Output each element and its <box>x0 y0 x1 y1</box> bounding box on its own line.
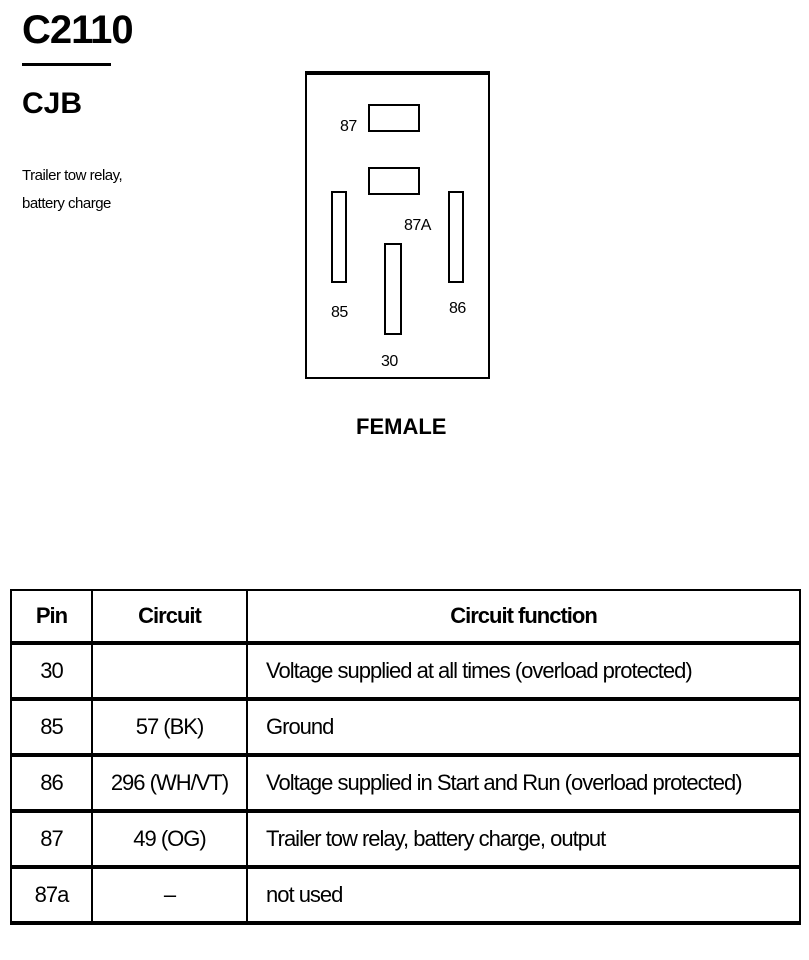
table-row: 85 57 (BK) Ground <box>10 697 801 756</box>
cell-function: not used <box>246 865 801 925</box>
table-row: 86 296 (WH/VT) Voltage supplied in Start… <box>10 753 801 812</box>
header-pin: Pin <box>10 589 93 644</box>
table-row: 87 49 (OG) Trailer tow relay, battery ch… <box>10 809 801 868</box>
cell-circuit: 49 (OG) <box>91 809 248 868</box>
connector-location: CJB <box>22 87 83 120</box>
cell-function: Voltage supplied in Start and Run (overl… <box>246 753 801 812</box>
pin-label-30: 30 <box>381 353 398 370</box>
cell-pin: 85 <box>10 697 93 756</box>
cell-pin: 86 <box>10 753 93 812</box>
connector-id: C2110 <box>22 8 134 52</box>
cell-pin: 87a <box>10 865 93 925</box>
cell-function: Trailer tow relay, battery charge, outpu… <box>246 809 801 868</box>
pin-label-87: 87 <box>340 118 357 135</box>
pin-label-85: 85 <box>331 304 348 321</box>
description-line: battery charge <box>22 195 111 212</box>
terminal-30 <box>384 243 402 335</box>
description-line: Trailer tow relay, <box>22 167 123 184</box>
header-circuit: Circuit <box>91 589 248 644</box>
cell-function: Voltage supplied at all times (overload … <box>246 641 801 700</box>
pin-label-86: 86 <box>449 300 466 317</box>
terminal-85 <box>331 191 347 283</box>
terminal-87 <box>368 104 420 132</box>
cell-circuit <box>91 641 248 700</box>
terminal-87a <box>368 167 420 195</box>
title-underline <box>22 63 111 66</box>
cell-circuit: 296 (WH/VT) <box>91 753 248 812</box>
connector-face-diagram <box>305 71 490 379</box>
terminal-86 <box>448 191 464 283</box>
cell-pin: 30 <box>10 641 93 700</box>
cell-function: Ground <box>246 697 801 756</box>
pin-table: Pin Circuit Circuit function 30 Voltage … <box>10 589 801 925</box>
table-row: 87a – not used <box>10 865 801 925</box>
table-row: 30 Voltage supplied at all times (overlo… <box>10 641 801 700</box>
cell-circuit: – <box>91 865 248 925</box>
cell-pin: 87 <box>10 809 93 868</box>
pin-label-87a: 87A <box>404 217 431 234</box>
cell-circuit: 57 (BK) <box>91 697 248 756</box>
connector-description: Trailer tow relay, battery charge <box>22 162 182 218</box>
header-circuit-function: Circuit function <box>246 589 801 644</box>
table-header-row: Pin Circuit Circuit function <box>10 589 801 644</box>
view-label: FEMALE <box>356 414 447 439</box>
